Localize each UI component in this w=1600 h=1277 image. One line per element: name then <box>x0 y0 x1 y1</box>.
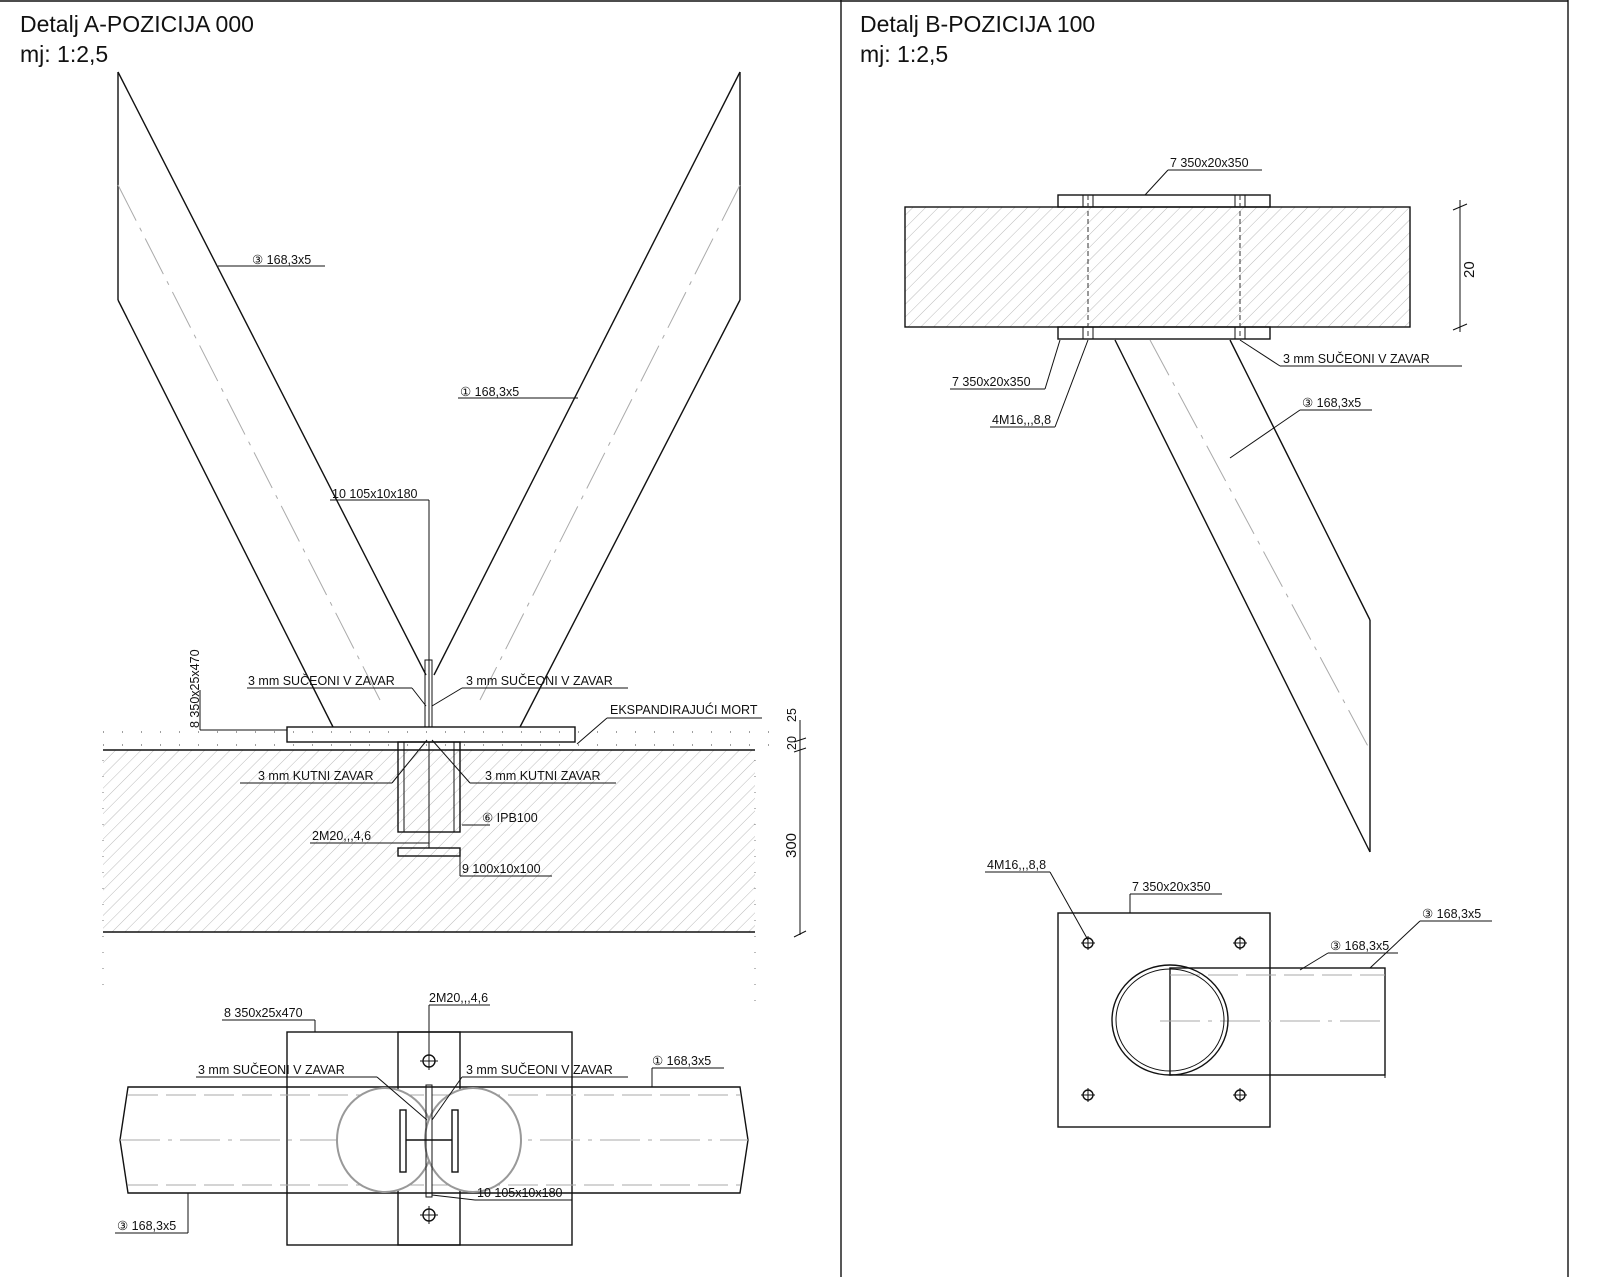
label-bolts-b: 4M16,,,8,8 <box>992 413 1051 427</box>
plate-9 <box>397 847 461 857</box>
dim-25: 25 <box>785 708 799 722</box>
label-fillet-right: 3 mm KUTNI ZAVAR <box>485 769 601 783</box>
label-ipb100: ⑥ IPB100 <box>482 811 538 825</box>
label-tube3-b: ③ 168,3x5 <box>1302 396 1361 410</box>
detail-b-scale: mj: 1:2,5 <box>860 41 948 67</box>
section-view-b <box>904 169 1468 853</box>
label-plan-tube3-inner: ③ 168,3x5 <box>1330 939 1389 953</box>
detail-b-title: Detalj B-POZICIJA 100 <box>860 11 1095 37</box>
label-weld-right: 3 mm SUČEONI V ZAVAR <box>466 673 613 688</box>
dimension-elevation: 25 20 300 <box>783 708 807 938</box>
leaders-elevation <box>199 265 762 877</box>
label-fillet-left: 3 mm KUTNI ZAVAR <box>258 769 374 783</box>
bolt-symbol <box>420 1206 438 1224</box>
label-mortar: EKSPANDIRAJUĆI MORT <box>610 702 758 717</box>
bolt-symbol <box>1081 936 1095 950</box>
dim-20: 20 <box>785 736 799 750</box>
base-plate-8 <box>286 726 576 743</box>
plate-7-top <box>1057 194 1271 208</box>
label-plate7-top: 7 350x20x350 <box>1170 156 1249 170</box>
detail-a: Detalj A-POZICIJA 000 mj: 1:2,5 <box>20 11 807 1246</box>
slab-section <box>904 206 1411 328</box>
ipb100-section <box>397 741 461 848</box>
label-plate8-elev: 8 350x25x470 <box>188 649 202 728</box>
label-tube3-elev: ③ 168,3x5 <box>252 253 311 267</box>
bolt-symbol <box>1233 1088 1247 1102</box>
plan-view-a <box>115 1004 749 1246</box>
label-plate7-bottom: 7 350x20x350 <box>952 375 1031 389</box>
dim-20-b: 20 <box>1461 261 1478 278</box>
detail-a-scale: mj: 1:2,5 <box>20 41 108 67</box>
label-plan-plate7: 7 350x20x350 <box>1132 880 1211 894</box>
label-plan-tube1: ① 168,3x5 <box>652 1054 711 1068</box>
label-plan-bolt: 2M20,,,4,6 <box>429 991 488 1005</box>
label-plan-bolts-b: 4M16,,,8,8 <box>987 858 1046 872</box>
label-weld-b: 3 mm SUČEONI V ZAVAR <box>1283 351 1430 366</box>
bolt-symbol <box>1081 1088 1095 1102</box>
plan-view-b <box>985 871 1492 1128</box>
tube-left-elevation <box>117 71 427 728</box>
dim-300: 300 <box>783 833 800 858</box>
label-plan-weld-right: 3 mm SUČEONI V ZAVAR <box>466 1062 613 1077</box>
detail-b: Detalj B-POZICIJA 100 mj: 1:2,5 20 7 350… <box>860 11 1492 1128</box>
label-plan-plate8: 8 350x25x470 <box>224 1006 303 1020</box>
detail-a-title: Detalj A-POZICIJA 000 <box>20 11 254 37</box>
label-plan-tube3-outer: ③ 168,3x5 <box>1422 907 1481 921</box>
label-bolt-section: 2M20,,,4,6 <box>312 829 371 843</box>
label-plate9: 9 100x10x100 <box>462 862 541 876</box>
label-plan-weld-left: 3 mm SUČEONI V ZAVAR <box>198 1062 345 1077</box>
label-plan-tube3: ③ 168,3x5 <box>117 1219 176 1233</box>
plate-7-bottom <box>1057 326 1271 340</box>
label-weld-left: 3 mm SUČEONI V ZAVAR <box>248 673 395 688</box>
mortar-layer <box>103 731 780 746</box>
label-plan-plate10: 10 105x10x180 <box>477 1186 563 1200</box>
bolt-symbol <box>1233 936 1247 950</box>
label-plate10-elev: 10 105x10x180 <box>332 487 418 501</box>
tube-right-elevation <box>433 71 741 728</box>
label-tube1-elev: ① 168,3x5 <box>460 385 519 399</box>
